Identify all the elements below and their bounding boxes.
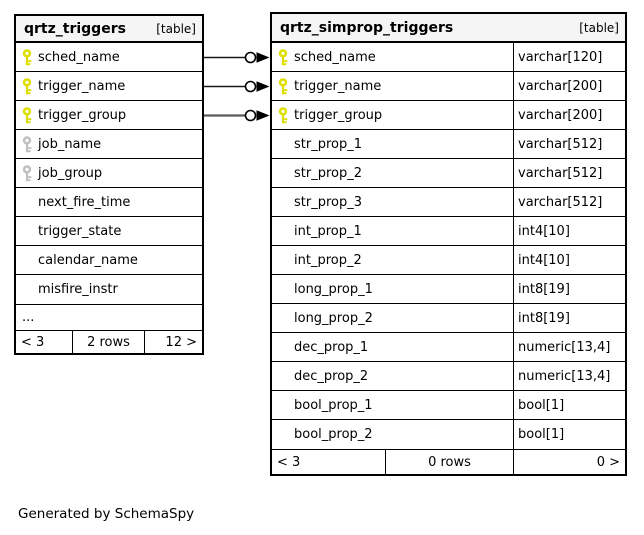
column-name: calendar_name	[38, 252, 138, 268]
table-type-badge: [table]	[156, 21, 196, 36]
relationship-trigger-group	[204, 109, 270, 122]
column-type: varchar[200]	[513, 101, 625, 129]
children-count: < 3	[277, 454, 301, 470]
column-name: trigger_name	[294, 78, 382, 94]
column-type: int4[10]	[513, 246, 625, 274]
column-row: long_prop_1 int8[19]	[272, 275, 625, 304]
column-name: dec_prop_2	[294, 368, 369, 384]
column-row: trigger_group	[16, 101, 202, 130]
column-row: str_prop_3 varchar[512]	[272, 188, 625, 217]
column-name: misfire_instr	[38, 282, 118, 297]
column-row: bool_prop_1 bool[1]	[272, 391, 625, 420]
column-row: trigger_name varchar[200]	[272, 72, 625, 101]
column-name: trigger_group	[294, 107, 383, 123]
column-row: trigger_group varchar[200]	[272, 101, 625, 130]
column-row: job_name	[16, 130, 202, 159]
parents-count: 0 >	[513, 450, 625, 474]
column-row: job_group	[16, 159, 202, 188]
column-type: varchar[512]	[513, 188, 625, 216]
column-row: trigger_state	[16, 217, 202, 246]
foreign-key-icon	[16, 135, 38, 153]
column-row: long_prop_2 int8[19]	[272, 304, 625, 333]
column-type: bool[1]	[513, 420, 625, 449]
generated-by-text: Generated by SchemaSpy	[18, 506, 195, 522]
table-node-qrtz-simprop-triggers[interactable]: qrtz_simprop_triggers [table] sched_name…	[270, 12, 627, 476]
column-name: str_prop_1	[294, 136, 363, 152]
row-count: 0 rows	[385, 450, 513, 474]
table-header[interactable]: qrtz_simprop_triggers [table]	[272, 14, 625, 43]
column-type: varchar[200]	[513, 72, 625, 100]
column-name: int_prop_2	[294, 252, 362, 268]
column-type: int8[19]	[513, 304, 625, 332]
column-row: sched_name	[16, 43, 202, 72]
column-type: varchar[512]	[513, 130, 625, 158]
column-name: str_prop_2	[294, 165, 363, 181]
column-row: sched_name varchar[120]	[272, 43, 625, 72]
parents-count: 12 >	[144, 331, 202, 353]
column-type: varchar[512]	[513, 159, 625, 187]
column-row: bool_prop_2 bool[1]	[272, 420, 625, 449]
column-name: trigger_state	[38, 223, 122, 239]
column-name: trigger_name	[38, 78, 126, 94]
primary-key-icon	[272, 106, 294, 124]
column-name: dec_prop_1	[294, 339, 369, 355]
table-title: qrtz_triggers	[24, 20, 126, 37]
row-count: 2 rows	[72, 331, 144, 353]
column-row: trigger_name	[16, 72, 202, 101]
table-footer: < 3 2 rows 12 >	[16, 330, 202, 353]
table-header[interactable]: qrtz_triggers [table]	[16, 16, 202, 43]
column-name: bool_prop_1	[294, 397, 373, 413]
column-type: int4[10]	[513, 217, 625, 245]
column-row: calendar_name	[16, 246, 202, 275]
column-type: bool[1]	[513, 391, 625, 419]
table-footer: < 3 0 rows 0 >	[272, 449, 625, 474]
foreign-key-icon	[16, 164, 38, 182]
column-name: trigger_group	[38, 107, 127, 123]
column-name: job_group	[38, 165, 103, 181]
table-node-qrtz-triggers[interactable]: qrtz_triggers [table] sched_name trigger…	[14, 14, 204, 355]
table-title: qrtz_simprop_triggers	[280, 19, 454, 36]
primary-key-icon	[16, 48, 38, 66]
column-name: job_name	[38, 136, 102, 152]
column-name: str_prop_3	[294, 194, 363, 210]
column-type: numeric[13,4]	[513, 333, 625, 361]
primary-key-icon	[272, 48, 294, 66]
column-name: bool_prop_2	[294, 427, 373, 442]
column-name: int_prop_1	[294, 223, 362, 239]
column-row: misfire_instr	[16, 275, 202, 304]
column-name: sched_name	[38, 49, 120, 65]
relationship-sched-name	[204, 51, 270, 64]
column-name: long_prop_1	[294, 281, 373, 297]
column-name: next_fire_time	[38, 194, 131, 210]
column-type: int8[19]	[513, 275, 625, 303]
table-type-badge: [table]	[579, 20, 619, 35]
column-name: long_prop_2	[294, 310, 373, 326]
primary-key-icon	[16, 106, 38, 124]
column-row: dec_prop_1 numeric[13,4]	[272, 333, 625, 362]
column-row: str_prop_1 varchar[512]	[272, 130, 625, 159]
more-columns-indicator: ...	[16, 304, 202, 330]
children-count: < 3	[21, 334, 45, 350]
relationship-trigger-name	[204, 80, 270, 93]
column-type: varchar[120]	[513, 43, 625, 71]
column-row: dec_prop_2 numeric[13,4]	[272, 362, 625, 391]
column-name: sched_name	[294, 49, 376, 65]
primary-key-icon	[16, 77, 38, 95]
column-type: numeric[13,4]	[513, 362, 625, 390]
column-row: int_prop_1 int4[10]	[272, 217, 625, 246]
primary-key-icon	[272, 77, 294, 95]
column-row: int_prop_2 int4[10]	[272, 246, 625, 275]
column-row: next_fire_time	[16, 188, 202, 217]
column-row: str_prop_2 varchar[512]	[272, 159, 625, 188]
